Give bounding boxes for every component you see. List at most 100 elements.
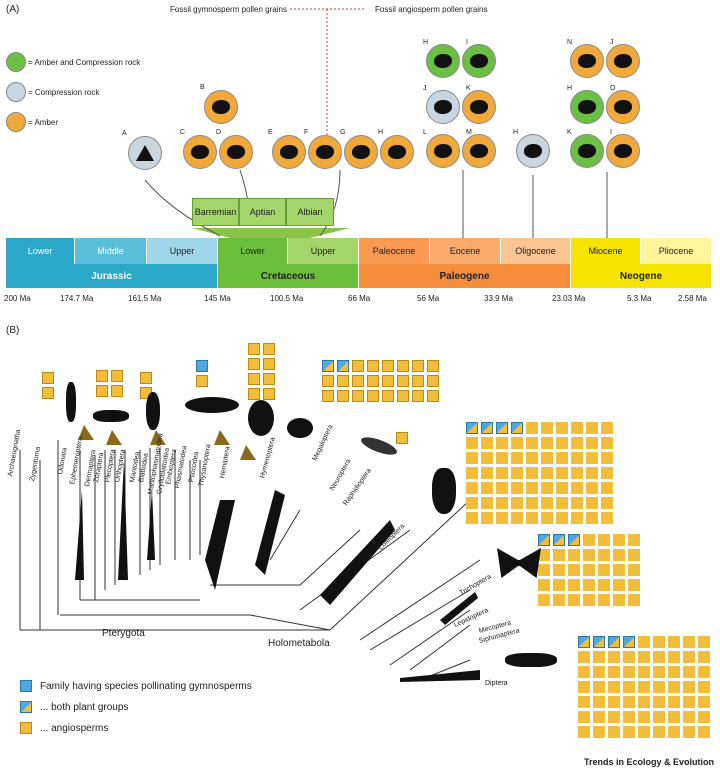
cricket-icon <box>93 410 129 422</box>
origin-marker <box>106 430 122 445</box>
circle-letter: A <box>122 130 127 137</box>
fossil-circle-miocene-3 <box>570 90 604 124</box>
earwig-icon <box>66 382 76 422</box>
tick-label: 100.5 Ma <box>270 294 304 303</box>
legend-dot-green <box>6 52 26 72</box>
beetle-icon <box>432 468 456 514</box>
epoch-miocene: Miocene <box>571 238 641 264</box>
fossil-circle-a <box>128 136 162 170</box>
circle-letter: J <box>610 39 614 46</box>
epoch-upper-cretaceous: Upper <box>288 238 359 264</box>
arrow-upper-jurassic <box>144 179 221 237</box>
fossil-circle-d <box>219 135 253 169</box>
order-label: Diptera <box>485 680 508 687</box>
fossil-circle-c <box>183 135 217 169</box>
legend-amber: = Amber <box>6 112 58 132</box>
panel-a-label: (A) <box>6 4 20 15</box>
epoch-pliocene: Pliocene <box>641 238 712 264</box>
odonata-wedge <box>75 490 84 580</box>
sq-mix <box>538 534 550 546</box>
fossil-circle-eocene-5 <box>426 134 460 168</box>
tick-label: 161.5 Ma <box>128 294 162 303</box>
tick-label: 56 Ma <box>417 294 440 303</box>
circle-letter: L <box>423 129 427 136</box>
sq-mix <box>553 534 565 546</box>
epoch-lower-jurassic: Lower <box>6 238 75 264</box>
circle-letter: H <box>423 39 429 46</box>
fossil-circle-eocene-2 <box>462 44 496 78</box>
journal-credit: Trends in Ecology & Evolution <box>583 757 714 767</box>
sq-mix <box>511 422 523 434</box>
sq-mix <box>481 422 493 434</box>
tick-label: 200 Ma <box>4 294 31 303</box>
origin-marker <box>78 425 94 440</box>
fossil-circle-f <box>308 135 342 169</box>
circle-letter: G <box>340 129 346 136</box>
fossil-circle-e <box>272 135 306 169</box>
fossil-circle-miocene-6 <box>606 134 640 168</box>
fossil-circle-miocene-4 <box>606 90 640 124</box>
gymnosperm-pollen-label: Fossil gymnosperm pollen grains <box>170 5 287 14</box>
cockroach-icon <box>146 392 160 430</box>
fossil-circle-h <box>380 135 414 169</box>
epoch-upper-jurassic: Upper <box>147 238 218 264</box>
epoch-lower-cretaceous: Lower <box>218 238 288 264</box>
fossil-circle-miocene-5 <box>570 134 604 168</box>
circle-letter: D <box>216 129 222 136</box>
phylogeny-tree <box>19 425 481 682</box>
period-jurassic: Jurassic <box>6 264 218 288</box>
fossil-circle-eocene-4 <box>462 90 496 124</box>
circle-letter: K <box>567 129 572 136</box>
sq-mix <box>496 422 508 434</box>
diptera-grid <box>578 636 713 741</box>
arrow-upper-cretaceous <box>319 169 341 237</box>
circle-letter: O <box>610 85 616 92</box>
wasp-icon <box>185 397 239 413</box>
circle-letter: H <box>567 85 573 92</box>
circle-letter: B <box>200 84 205 91</box>
tick-label: 66 Ma <box>348 294 371 303</box>
tick-label: 174.7 Ma <box>60 294 94 303</box>
legend-dot-grey <box>6 82 26 102</box>
fossil-circle-eocene-1 <box>426 44 460 78</box>
sq-mix <box>623 636 635 648</box>
legend-amber-compression: = Amber and Compression rock <box>6 52 140 72</box>
angiosperm-pollen-label: Fossil angiosperm pollen grains <box>375 5 488 14</box>
diptera-wedge <box>400 670 480 682</box>
tick-label: 23.03 Ma <box>552 294 586 303</box>
stage-albian: Albian <box>286 198 334 226</box>
circle-letter: K <box>466 85 471 92</box>
tick-label: 2.58 Ma <box>678 294 707 303</box>
period-paleogene: Paleogene <box>359 264 571 288</box>
circle-letter: J <box>423 85 427 92</box>
sq-mix <box>568 534 580 546</box>
fossil-circle-g <box>344 135 378 169</box>
fossil-circle-eocene-6 <box>462 134 496 168</box>
tick-label: 145 Ma <box>204 294 231 303</box>
stage-connector <box>192 228 350 238</box>
orthoptera-wedge <box>118 460 128 580</box>
legend-gymnosperms: Family having species pollinating gymnos… <box>20 680 252 692</box>
hemiptera-wedge <box>205 500 235 590</box>
tick-label: 33.9 Ma <box>484 294 513 303</box>
coleoptera-wedge <box>320 520 395 605</box>
tick-label: 5.3 Ma <box>627 294 652 303</box>
fossil-circle-oligocene <box>516 134 550 168</box>
epoch-eocene: Eocene <box>430 238 501 264</box>
clade-pterygota: Pterygota <box>102 628 145 639</box>
clade-holometabola: Holometabola <box>268 638 330 649</box>
bee-icon <box>287 418 313 438</box>
epoch-oligocene: Oligocene <box>501 238 571 264</box>
panel-b-label: (B) <box>6 325 20 336</box>
circle-letter: H <box>378 129 384 136</box>
legend-compression: = Compression rock <box>6 82 99 102</box>
coleoptera-grid <box>466 422 616 527</box>
circle-letter: I <box>466 39 468 46</box>
legend-dot-orange <box>6 112 26 132</box>
circle-letter: F <box>304 129 309 136</box>
bug-icon <box>248 400 274 436</box>
sq-mix <box>578 636 590 648</box>
origin-marker <box>150 430 166 445</box>
sq-mix <box>608 636 620 648</box>
circle-letter: M <box>466 129 472 136</box>
